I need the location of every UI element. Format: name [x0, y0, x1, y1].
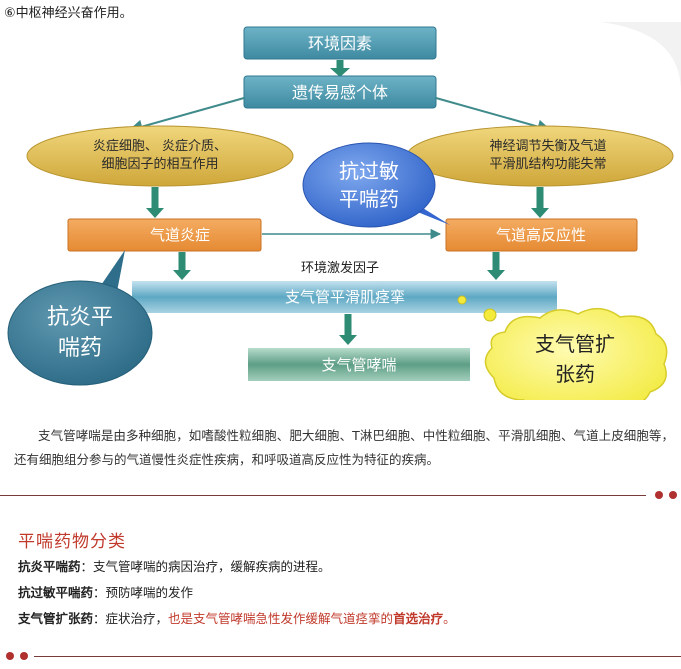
airway-inflammation-box: 气道炎症 — [150, 226, 210, 244]
neural-line-1: 神经调节失衡及气道 — [489, 138, 606, 154]
inflammation-line-1: 炎症细胞、 炎症介质、 — [93, 139, 227, 154]
antiinflammatory-line-2: 喘药 — [58, 336, 102, 361]
antiallergic-bubble: 抗过敏 平喘药 — [302, 142, 450, 228]
antiinflammatory-line-1: 抗炎平 — [47, 305, 113, 330]
section-title: 平喘药物分类 — [18, 532, 126, 552]
item-sep: ： — [93, 585, 106, 600]
item-term: 抗过敏平喘药 — [18, 585, 94, 600]
item-desc: 支气管哮喘的病因治疗，缓解疾病的进程。 — [93, 559, 331, 574]
airway-hyper-box: 气道高反应性 — [496, 226, 586, 244]
neural-line-2: 平滑肌结构功能失常 — [489, 157, 606, 172]
antiallergic-line-1: 抗过敏 — [339, 159, 399, 183]
item-term: 支气管扩张药 — [18, 611, 94, 626]
bronchodilator-line-2: 张药 — [555, 362, 595, 386]
description-paragraph: 支气管哮喘是由多种细胞，如嗜酸性粒细胞、肥大细胞、T淋巴细胞、中性粒细胞、平滑肌… — [14, 428, 674, 467]
bronchodilator-cloud: 支气管扩 张药 — [484, 308, 668, 413]
item-row: 抗过敏平喘药：预防哮喘的发作 — [18, 582, 193, 601]
item-desc-emphasis: 首选治疗 — [393, 611, 444, 626]
divider — [34, 656, 681, 657]
item-sep: ： — [93, 611, 106, 626]
env-trigger-label: 环境激发因子 — [301, 260, 379, 276]
item-desc: 预防哮喘的发作 — [105, 585, 194, 600]
item-sep: ： — [80, 559, 94, 574]
item-desc: 症状治疗， — [105, 611, 169, 626]
genetic-box: 遗传易感个体 — [292, 83, 388, 102]
bronchodilator-line-1: 支气管扩 — [535, 332, 615, 356]
item-desc-end: 。 — [443, 611, 456, 626]
divider-dot — [6, 652, 14, 660]
inflammation-line-2: 细胞因子的相互作用 — [101, 156, 218, 172]
divider-dot — [655, 491, 663, 499]
asthma-pathogenesis-diagram: 环境因素 遗传易感个体 炎症细胞、 炎症介质、 细胞因子的相互作用 神经调节失衡… — [0, 22, 681, 413]
antiinflammatory-bubble: 抗炎平 喘药 — [7, 250, 153, 386]
spasm-bar: 支气管平滑肌痉挛 — [285, 288, 405, 306]
env-factor-box: 环境因素 — [308, 34, 372, 53]
asthma-bar: 支气管哮喘 — [321, 356, 396, 374]
divider — [0, 495, 646, 496]
item-row: 抗炎平喘药：支气管哮喘的病因治疗，缓解疾病的进程。 — [18, 556, 331, 575]
antiallergic-line-2: 平喘药 — [339, 187, 399, 211]
divider-dot — [669, 491, 677, 499]
heading: ⑥中枢神经兴奋作用。 — [4, 6, 133, 21]
divider-dot — [20, 652, 28, 660]
item-row: 支气管扩张药：症状治疗，也是支气管哮喘急性发作缓解气道痉挛的首选治疗。 — [18, 608, 456, 627]
item-term: 抗炎平喘药 — [18, 559, 81, 574]
item-desc-highlight: 也是支气管哮喘急性发作缓解气道痉挛的 — [168, 611, 394, 626]
